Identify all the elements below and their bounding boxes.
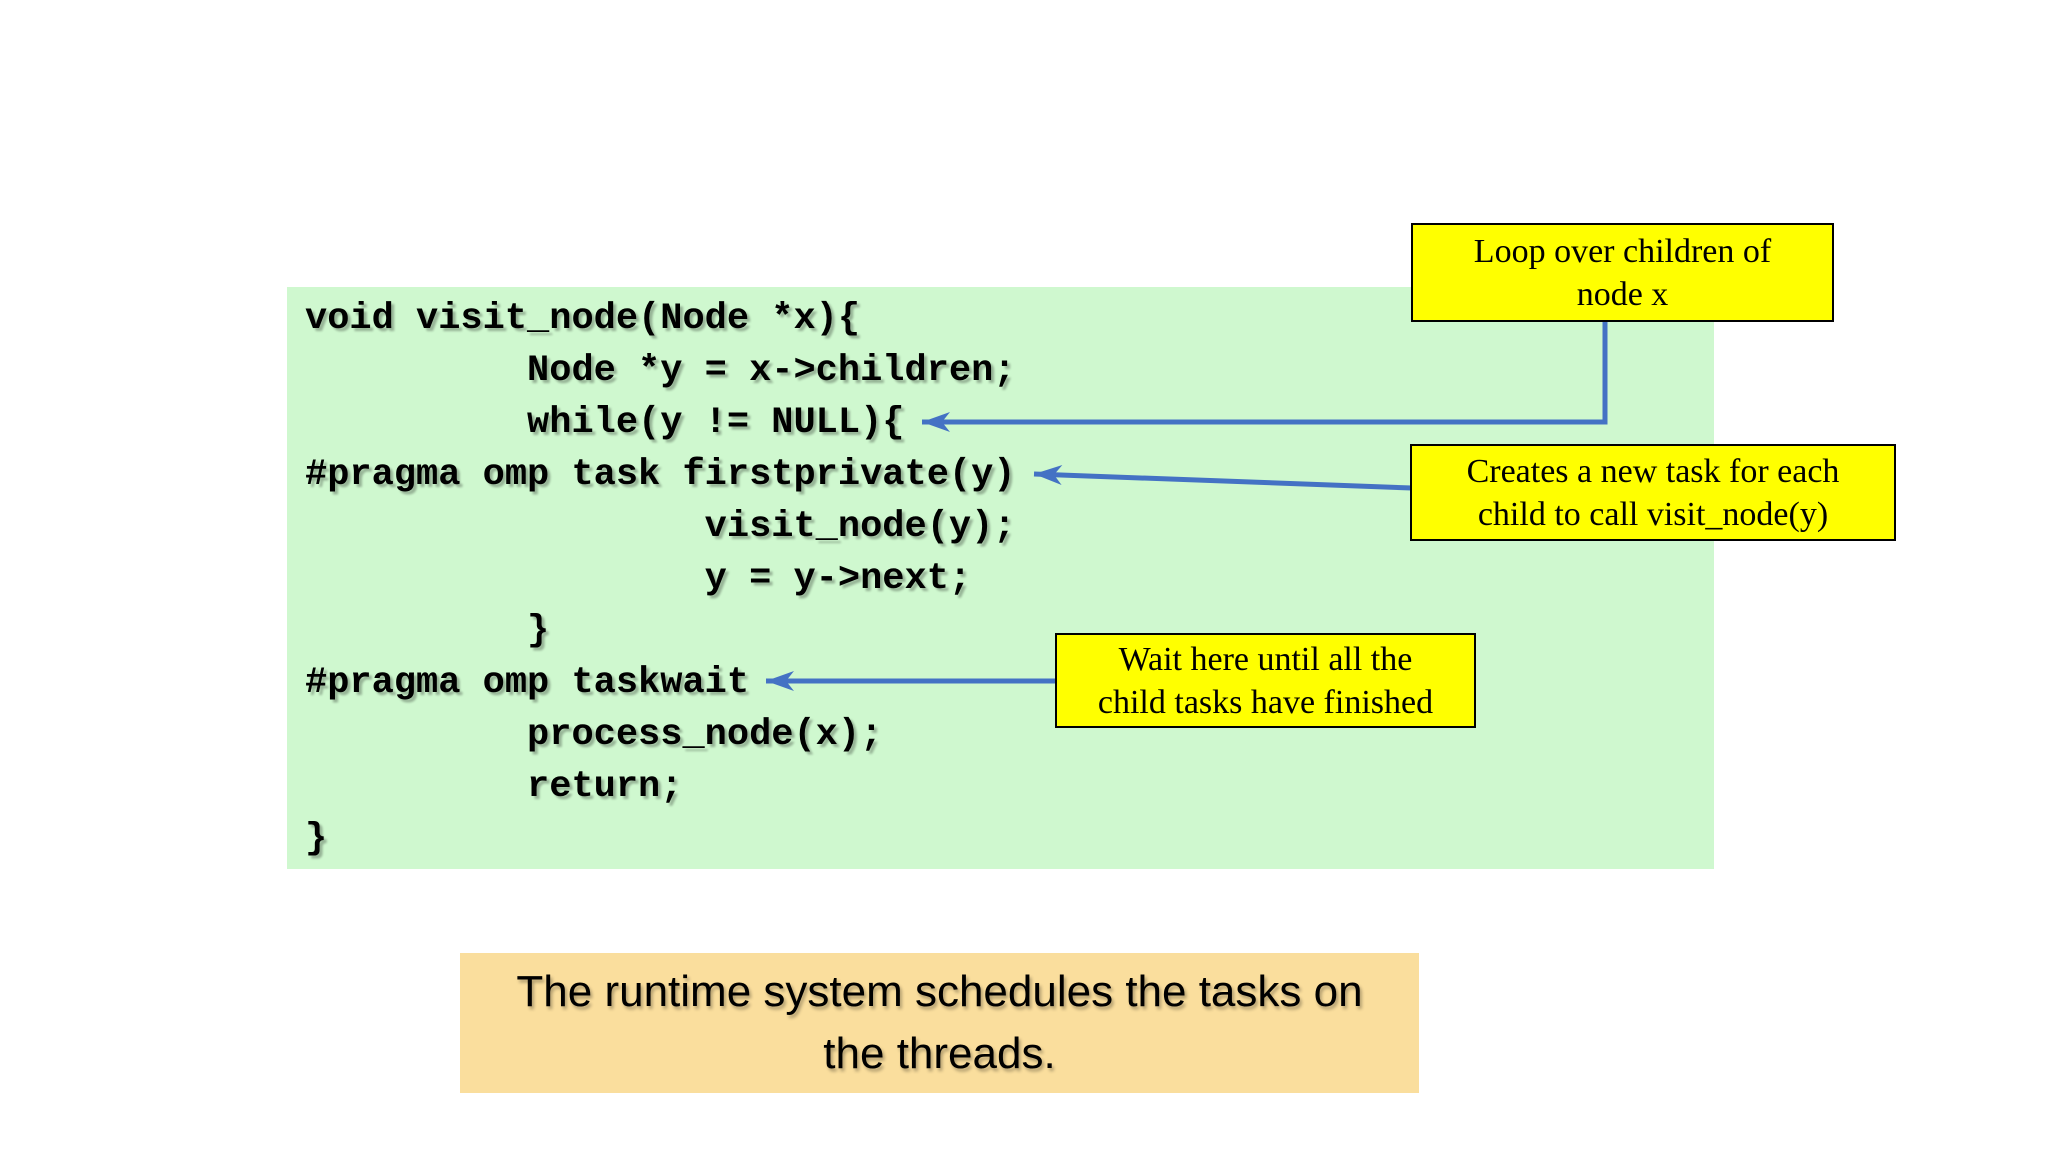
code-text: void visit_node(Node *x){ Node *y = x->c… [305,298,1016,860]
callout-wait-until-finished: Wait here until all the child tasks have… [1055,633,1476,728]
callout-loop-text: Loop over children of node x [1473,232,1772,313]
runtime-schedules-note-text: The runtime system schedules the tasks o… [516,967,1363,1078]
callout-wait-text: Wait here until all the child tasks have… [1097,640,1434,721]
callout-task-text: Creates a new task for each child to cal… [1466,452,1840,533]
runtime-schedules-note: The runtime system schedules the tasks o… [460,953,1419,1093]
code-panel: void visit_node(Node *x){ Node *y = x->c… [287,287,1714,869]
callout-loop-over-children: Loop over children of node x [1411,223,1834,322]
callout-creates-new-task: Creates a new task for each child to cal… [1410,444,1896,541]
